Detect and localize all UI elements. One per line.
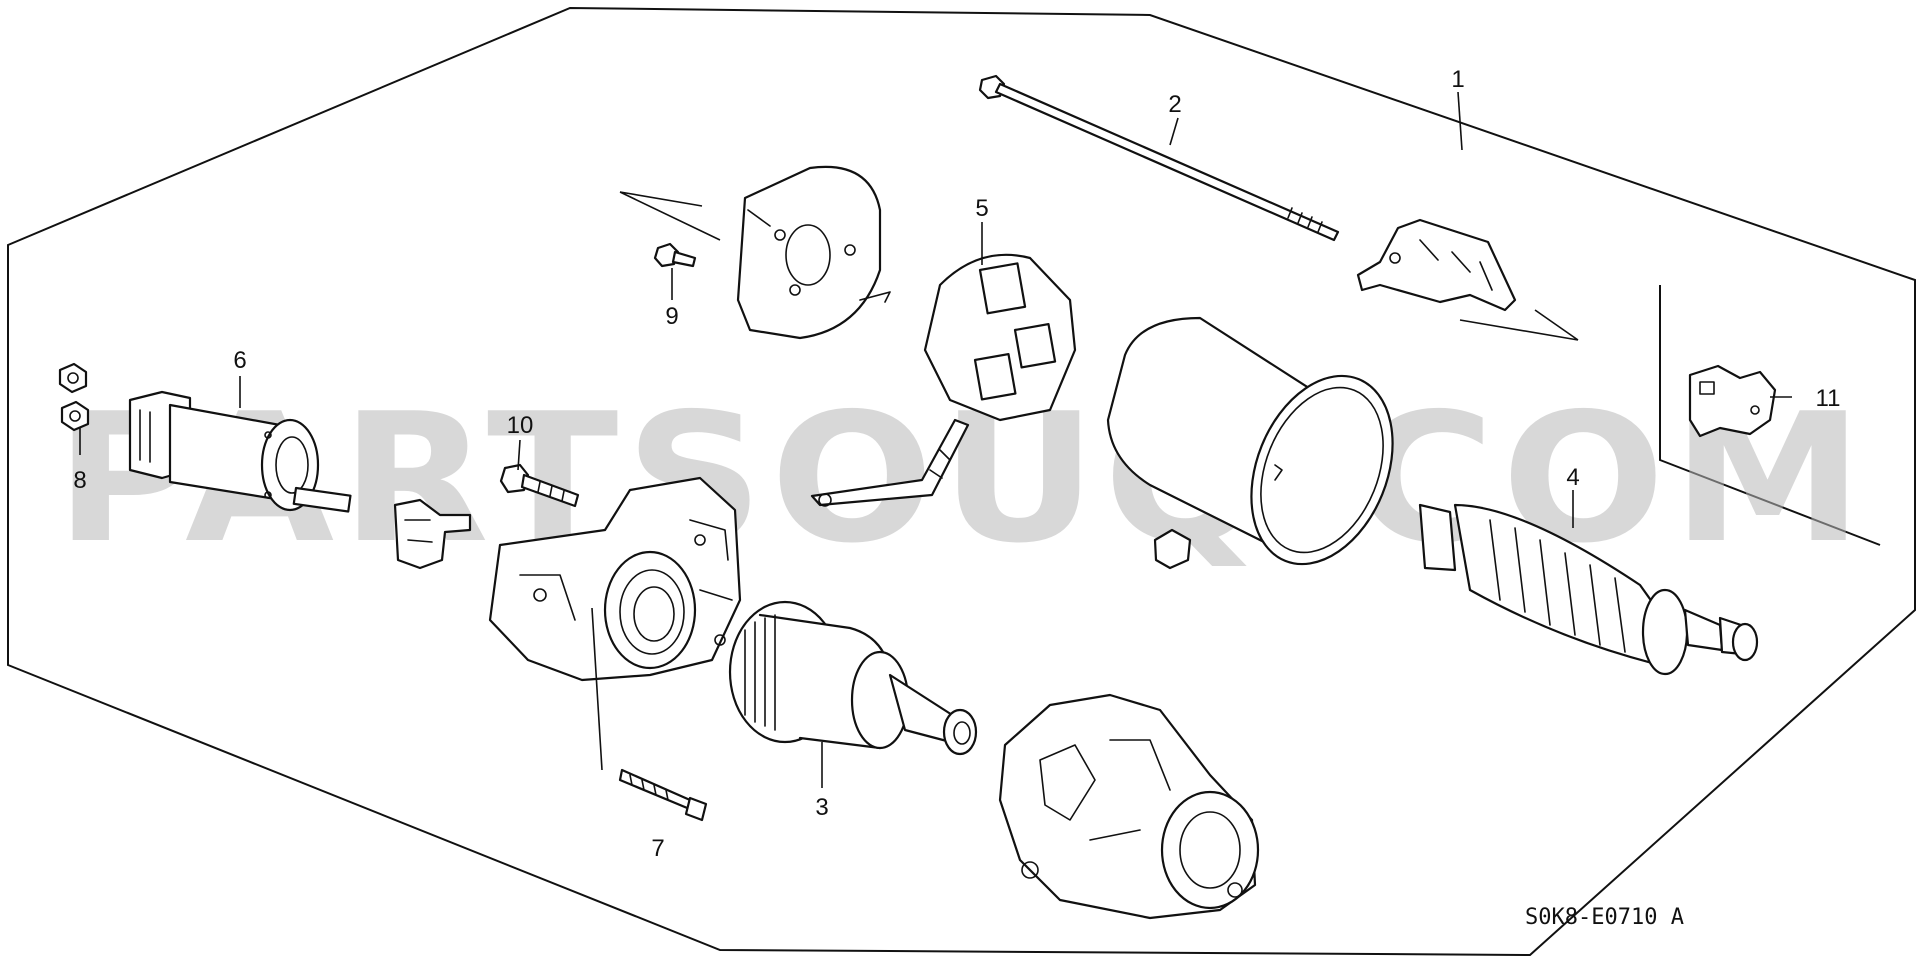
screw-part[interactable] (653, 242, 697, 268)
callout-7[interactable]: 7 (651, 835, 664, 862)
callout-4[interactable]: 4 (1566, 464, 1579, 491)
callout-2[interactable]: 2 (1168, 91, 1181, 118)
through-bolt-part[interactable] (618, 768, 708, 822)
bolt-part[interactable] (499, 463, 580, 508)
gear-housing-part[interactable] (998, 693, 1260, 920)
yoke-part[interactable] (1106, 316, 1419, 585)
brush-holder-part[interactable] (810, 253, 1077, 507)
callout-10[interactable]: 10 (507, 412, 534, 439)
leader-1 (1457, 91, 1463, 151)
callout-8[interactable]: 8 (73, 467, 86, 494)
item-11-subbox (1659, 285, 1881, 546)
assembly-boundary (7, 6, 1916, 957)
leader-2 (1169, 117, 1179, 146)
clip-part[interactable] (1153, 528, 1192, 570)
nut-part[interactable] (58, 362, 90, 432)
long-bolt-part[interactable] (978, 74, 1340, 242)
callout-5[interactable]: 5 (975, 195, 988, 222)
callout-1[interactable]: 1 (1451, 66, 1464, 93)
solenoid-part[interactable] (128, 390, 352, 513)
direction-line-top (619, 191, 721, 241)
diagram-code: S0K8-E0710 A (1525, 905, 1684, 930)
rear-bracket-plate-part[interactable] (736, 165, 891, 340)
armature-part[interactable] (1418, 503, 1759, 676)
callout-9[interactable]: 9 (665, 303, 678, 330)
leader-7 (591, 607, 603, 771)
lever-part[interactable] (393, 498, 472, 570)
small-bracket-part[interactable] (1688, 364, 1777, 438)
direction-line-right (1459, 309, 1579, 341)
callout-3[interactable]: 3 (815, 794, 828, 821)
drive-housing-part[interactable] (488, 476, 742, 682)
bracket-part[interactable] (1356, 218, 1517, 312)
leader-10 (517, 439, 521, 471)
callout-11[interactable]: 11 (1816, 385, 1841, 412)
clutch-part[interactable] (728, 600, 978, 756)
callout-6[interactable]: 6 (233, 347, 246, 374)
